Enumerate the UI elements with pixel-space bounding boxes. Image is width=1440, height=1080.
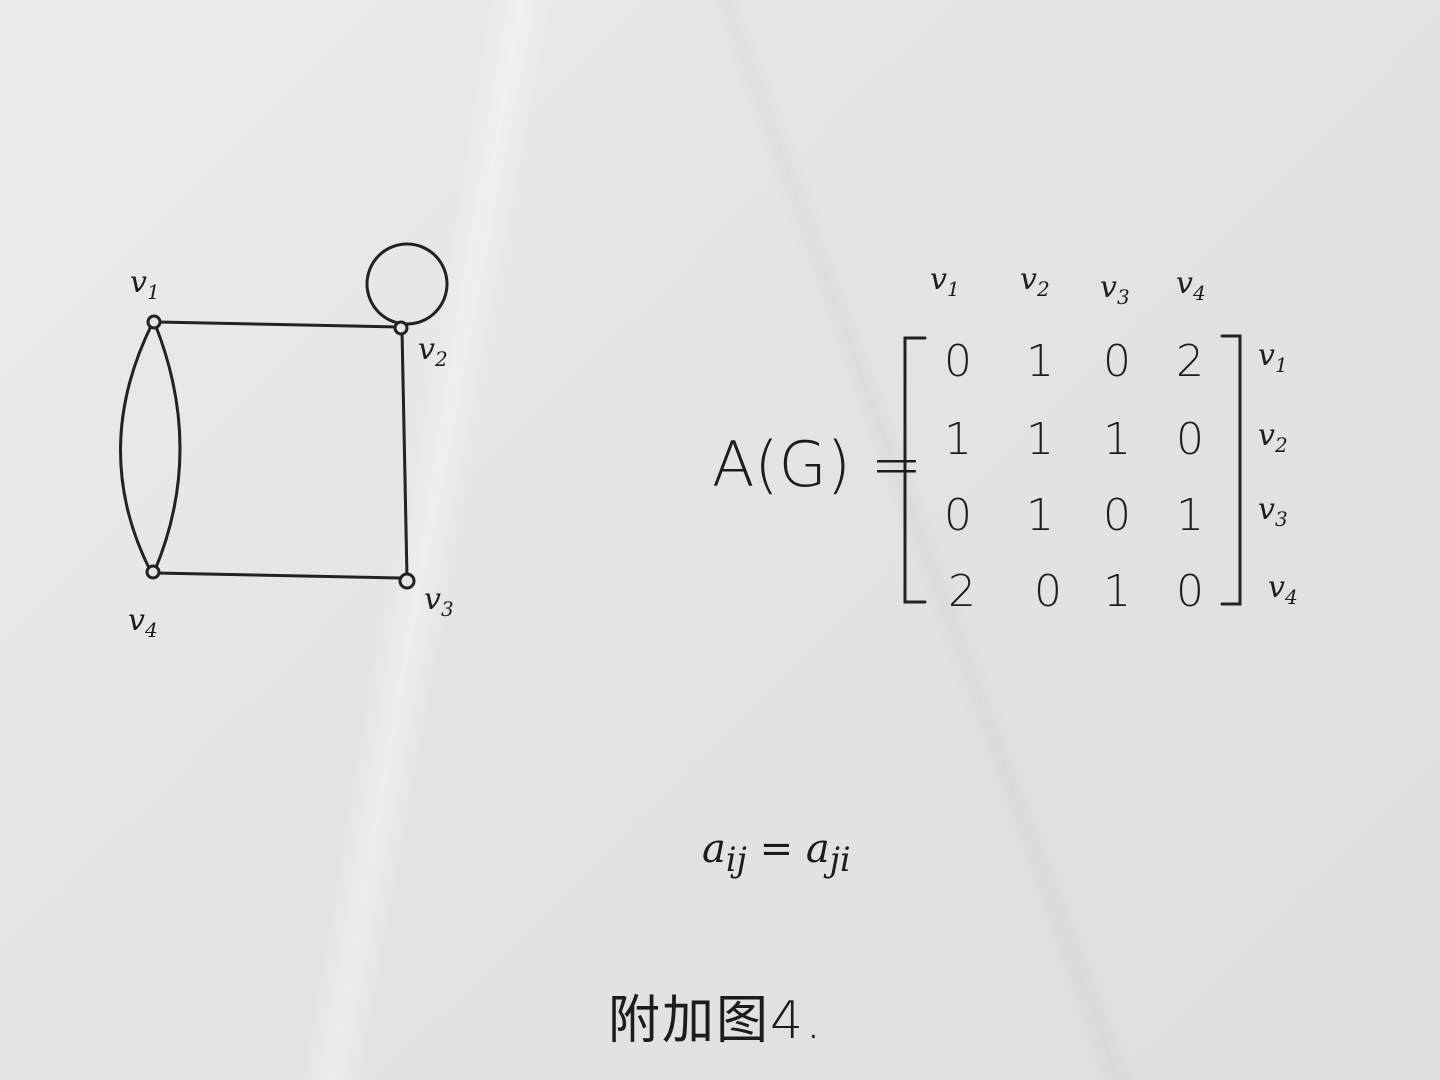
vertex-label-v3: v3: [424, 582, 454, 621]
matrix-cell: 1: [1026, 414, 1054, 465]
matrix-row-label-v1: v1: [1258, 338, 1288, 377]
vertex-v1: [146, 314, 162, 330]
caption: 附加图4.: [608, 991, 824, 1051]
matrix-name: A(G) =: [712, 428, 923, 501]
matrix-cell: 0: [1103, 336, 1131, 387]
matrix-col-label-v4: v4: [1176, 266, 1206, 305]
matrix-row-label-v2: v2: [1258, 418, 1288, 457]
matrix-col-label-v1: v1: [930, 262, 960, 301]
vertex-label-v2: v2: [418, 332, 448, 371]
matrix-cell: 2: [948, 566, 976, 617]
matrix-cell: 1: [944, 414, 972, 465]
matrix-col-label-v2: v2: [1020, 262, 1050, 301]
edge-v2-v3: [400, 328, 409, 580]
matrix-cell: 1: [1103, 566, 1131, 617]
edge-v1-v2: [156, 320, 402, 329]
matrix-row-label-v3: v3: [1258, 492, 1288, 531]
matrix-cell: 0: [1176, 566, 1204, 617]
edge-v1-v4-a: [119, 322, 154, 572]
vertex-v2: [393, 320, 409, 336]
matrix-row-label-v4: v4: [1268, 570, 1298, 609]
matrix-cell: 0: [1176, 414, 1204, 465]
vertex-label-v1: v1: [130, 265, 160, 304]
matrix-cell: 0: [1034, 566, 1062, 617]
matrix-col-label-v3: v3: [1100, 270, 1130, 309]
edge-v1-v4-b: [153, 322, 182, 572]
matrix-left-bracket: [903, 336, 927, 604]
matrix-cell: 1: [1103, 414, 1131, 465]
matrix-cell: 1: [1176, 490, 1204, 541]
matrix-cell: 0: [944, 490, 972, 541]
vertex-v4: [145, 564, 161, 580]
symmetry-formula: aij = aji: [702, 826, 851, 879]
matrix-cell: 1: [1026, 336, 1054, 387]
matrix-right-bracket: [1220, 334, 1242, 606]
vertex-label-v4: v4: [128, 603, 158, 642]
vertex-v3: [398, 572, 416, 590]
matrix-cell: 0: [944, 336, 972, 387]
loop-v2: [365, 242, 449, 326]
matrix-cell: 1: [1026, 490, 1054, 541]
matrix-cell: 0: [1103, 490, 1131, 541]
matrix-cell: 2: [1176, 336, 1204, 387]
edge-v3-v4: [153, 571, 402, 580]
